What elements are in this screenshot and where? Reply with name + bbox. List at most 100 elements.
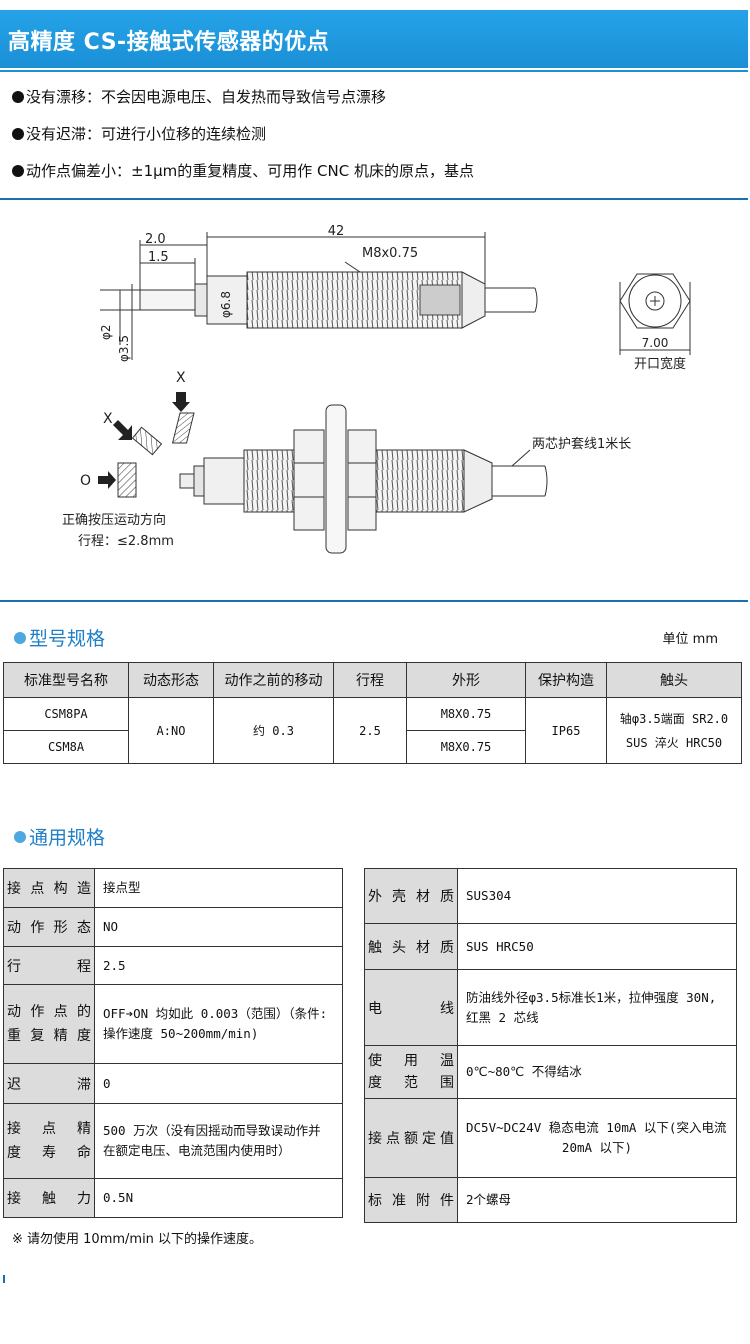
diameter-3-5: φ3.5 — [117, 335, 131, 362]
advantage-item: 没有迟滞：可进行小位移的连续检测 — [12, 123, 266, 144]
x-label-top: X — [176, 370, 186, 386]
sensor-side-view — [100, 271, 538, 329]
spec-label: 电线 — [368, 1000, 454, 1017]
press-direction-illustration — [98, 392, 195, 498]
protection: IP65 — [525, 697, 607, 764]
diameter-2: φ2 — [99, 324, 113, 340]
spec-label: 动作点的 — [7, 1004, 91, 1020]
table-header: 外形 — [406, 662, 526, 698]
spec-label: 使用温 — [368, 1053, 454, 1069]
spec-label: 行程 — [7, 958, 91, 975]
usage-note: ※ 请勿使用 10mm/min 以下的操作速度。 — [12, 1232, 263, 1247]
table-header: 标准型号名称 — [3, 662, 129, 698]
opening-width-label: 开口宽度 — [634, 356, 686, 372]
bullet-icon — [12, 165, 24, 177]
spec-label: 标准附件 — [368, 1193, 454, 1209]
general-spec-table-right: 外壳材质 SUS304 触头材质 SUS HRC50 电线 防油线外径φ3.5标… — [364, 868, 737, 1223]
bullet-icon — [14, 831, 26, 843]
table-row: 外壳材质 SUS304 — [364, 868, 737, 924]
thread-label: M8x0.75 — [362, 246, 418, 261]
table-row: 使用温 度范围 0℃~80℃ 不得结冰 — [364, 1045, 737, 1099]
contact-head: 轴φ3.5端面 SR2.0 SUS 淬火 HRC50 — [606, 697, 742, 764]
table-row: 接点额定值 DC5V~DC24V 稳态电流 10mA 以下(突入电流 20mA … — [364, 1098, 737, 1178]
spec-value: 0℃~80℃ 不得结冰 — [457, 1045, 737, 1099]
spec-label: 动作形态 — [7, 920, 91, 936]
table-header: 行程 — [333, 662, 407, 698]
table-header: 动作之前的移动 — [213, 662, 334, 698]
table-header: 触头 — [606, 662, 742, 698]
technical-drawing: 42 2.0 1.5 M8x0.75 φ6.8 φ2 φ3.5 7.00 开口宽… — [0, 205, 750, 600]
spec-value: 0 — [94, 1063, 343, 1104]
cable-label: 两芯护套线1米长 — [532, 436, 631, 452]
shape: M8X0.75 — [406, 697, 526, 731]
stroke: 2.5 — [333, 697, 407, 764]
spec-label: 触头材质 — [368, 939, 454, 956]
table-row: 标准附件 2个螺母 — [364, 1177, 737, 1223]
bullet-icon — [12, 91, 24, 103]
spec-value: 2个螺母 — [457, 1177, 737, 1223]
x-label-left: X — [103, 411, 113, 427]
table-row: 动作形态 NO — [3, 907, 343, 947]
table-row: 接点构造 接点型 — [3, 868, 343, 908]
table-row: 动作点的 重复精度 OFF➔ON 均如此 0.003（范围）（条件: 操作速度 … — [3, 984, 343, 1064]
page-title: 高精度 CS-接触式传感器的优点 — [8, 30, 330, 55]
table-row: 行程 2.5 — [3, 946, 343, 985]
spec-label: 接点额定值 — [368, 1131, 454, 1147]
diameter-6-8: φ6.8 — [219, 291, 233, 318]
press-direction-label: 正确按压运动方向 — [62, 512, 166, 528]
spec-value: 接点型 — [94, 868, 343, 908]
section-divider — [0, 600, 748, 602]
spec-value: DC5V~DC24V 稳态电流 10mA 以下(突入电流 20mA 以下) — [457, 1098, 737, 1178]
banner-underline — [0, 70, 748, 72]
model-spec-table: 标准型号名称 动态形态 动作之前的移动 行程 外形 保护构造 触头 CSM8PA… — [3, 662, 742, 764]
table-header: 保护构造 — [525, 662, 607, 698]
bullet-icon — [12, 128, 24, 140]
bullet-icon — [14, 632, 26, 644]
section-divider — [0, 198, 748, 200]
advantage-item: 动作点偏差小：±1μm的重复精度、可用作 CNC 机床的原点，基点 — [12, 160, 474, 181]
table-row: CSM8PA A:NO 约 0.3 2.5 M8X0.75 IP65 轴φ3.5… — [3, 697, 742, 764]
model-name: CSM8PA — [3, 697, 129, 731]
dimension-42: 42 — [328, 224, 345, 239]
dimension-lines — [119, 232, 691, 360]
action-form: A:NO — [128, 697, 214, 764]
sensor-end-view — [619, 273, 691, 329]
spec-value: OFF➔ON 均如此 0.003（范围）（条件: 操作速度 50~200mm/m… — [94, 984, 343, 1064]
table-row: 迟滞 0 — [3, 1063, 343, 1104]
table-header: 动态形态 — [128, 662, 214, 698]
spec-label: 接点精 — [7, 1121, 91, 1137]
table-row: 接点精 度寿命 500 万次（没有因摇动而导致误动作并 在额定电压、电流范围内使… — [3, 1103, 343, 1179]
table-header-row: 标准型号名称 动态形态 动作之前的移动 行程 外形 保护构造 触头 — [3, 662, 742, 698]
spec-value: 防油线外径φ3.5标准长1米，拉伸强度 30N, 红黑 2 芯线 — [457, 969, 737, 1046]
advantage-item: 没有漂移：不会因电源电压、自发热而导致信号点漂移 — [12, 86, 386, 107]
spec-value: SUS304 — [457, 868, 737, 924]
model-spec-title: 型号规格 — [14, 624, 105, 651]
table-row: 触头材质 SUS HRC50 — [364, 923, 737, 970]
spec-label: 接触力 — [7, 1191, 91, 1207]
dimension-2-0: 2.0 — [145, 232, 166, 247]
edge-marker — [3, 1275, 5, 1283]
spec-value: NO — [94, 907, 343, 947]
spec-label: 接点构造 — [7, 881, 91, 897]
spec-label: 外壳材质 — [368, 889, 454, 905]
table-row: CSM8A M8X0.75 — [3, 730, 742, 764]
spec-value: 0.5N — [94, 1178, 343, 1218]
table-row: 接触力 0.5N — [3, 1178, 343, 1218]
model-name: CSM8A — [3, 730, 129, 764]
spec-value: 2.5 — [94, 946, 343, 985]
o-label: O — [80, 473, 91, 489]
sensor-with-nuts — [179, 404, 548, 554]
general-spec-table-left: 接点构造 接点型 动作形态 NO 行程 2.5 动作点的 重复精度 OFF➔ON… — [3, 868, 343, 1218]
unit-label: 单位 mm — [662, 632, 718, 647]
spec-label: 迟滞 — [7, 1076, 91, 1093]
spec-value: SUS HRC50 — [457, 923, 737, 970]
pretravel: 约 0.3 — [213, 697, 334, 764]
dimension-7-00: 7.00 — [642, 336, 669, 350]
stroke-label: 行程：≤2.8mm — [78, 534, 174, 549]
spec-value: 500 万次（没有因摇动而导致误动作并 在额定电压、电流范围内使用时） — [94, 1103, 343, 1179]
table-row: 电线 防油线外径φ3.5标准长1米，拉伸强度 30N, 红黑 2 芯线 — [364, 969, 737, 1046]
shape: M8X0.75 — [406, 730, 526, 764]
title-banner: 高精度 CS-接触式传感器的优点 — [0, 10, 748, 68]
dimension-1-5: 1.5 — [148, 250, 169, 265]
general-spec-title: 通用规格 — [14, 823, 105, 850]
